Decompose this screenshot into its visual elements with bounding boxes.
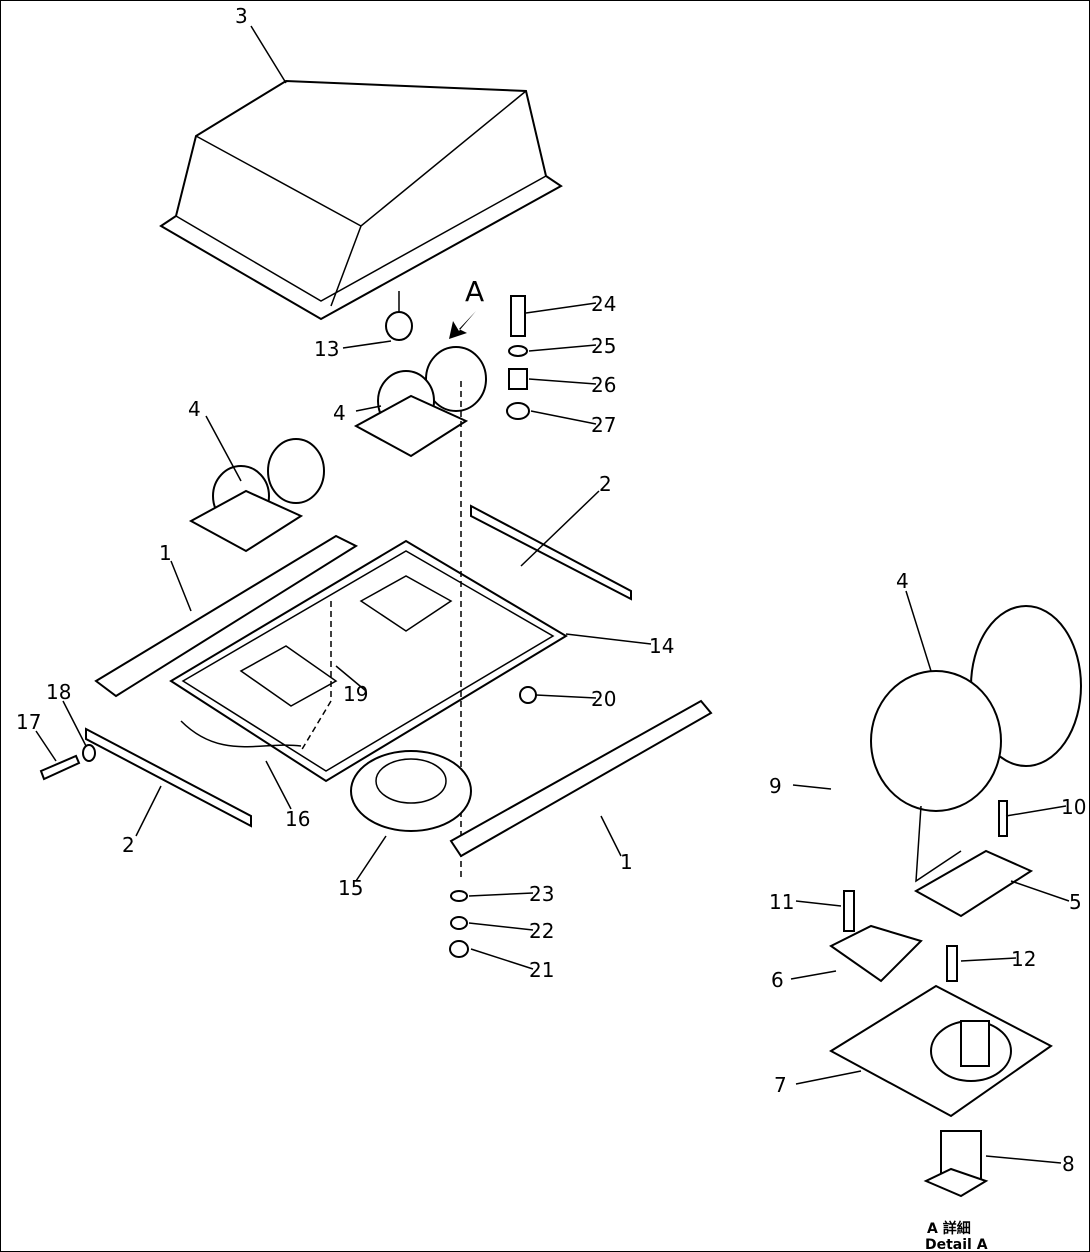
part-lamp-left bbox=[188, 438, 325, 553]
part-lamp-upper bbox=[353, 291, 487, 458]
callout-1: 1 bbox=[620, 850, 633, 874]
callout-25: 25 bbox=[591, 334, 616, 358]
view-arrow-icon bbox=[449, 311, 476, 339]
callout-8: 8 bbox=[1062, 1152, 1075, 1176]
callout-21: 21 bbox=[529, 958, 554, 982]
leader-lines bbox=[35, 25, 1070, 1164]
part-hardware bbox=[39, 295, 537, 958]
view-label-a: A bbox=[465, 275, 484, 308]
callout-6: 6 bbox=[771, 968, 784, 992]
callout-27: 27 bbox=[591, 413, 616, 437]
callout-1: 1 bbox=[159, 541, 172, 565]
callout-4: 4 bbox=[333, 401, 346, 425]
callout-19: 19 bbox=[343, 682, 368, 706]
callout-2: 2 bbox=[599, 472, 612, 496]
callout-4: 4 bbox=[896, 569, 909, 593]
callout-2: 2 bbox=[122, 833, 135, 857]
callout-9: 9 bbox=[769, 774, 782, 798]
callout-11: 11 bbox=[769, 890, 794, 914]
part-rails bbox=[85, 504, 713, 858]
detail-caption: Detail A bbox=[925, 1237, 988, 1252]
callout-18: 18 bbox=[46, 680, 71, 704]
callout-16: 16 bbox=[285, 807, 310, 831]
callout-15: 15 bbox=[338, 876, 363, 900]
callout-7: 7 bbox=[774, 1073, 787, 1097]
callout-22: 22 bbox=[529, 919, 554, 943]
callout-5: 5 bbox=[1069, 890, 1082, 914]
callout-10: 10 bbox=[1061, 795, 1086, 819]
part-base-frame bbox=[169, 381, 568, 881]
callout-14: 14 bbox=[649, 634, 674, 658]
callout-26: 26 bbox=[591, 373, 616, 397]
callout-24: 24 bbox=[591, 292, 616, 316]
detail-caption-jp: A 詳細 bbox=[927, 1220, 971, 1237]
callout-20: 20 bbox=[591, 687, 616, 711]
part-cover bbox=[159, 79, 563, 321]
callout-3: 3 bbox=[235, 4, 248, 28]
callout-23: 23 bbox=[529, 882, 554, 906]
part-flange bbox=[350, 750, 472, 832]
callout-4: 4 bbox=[188, 397, 201, 421]
callout-13: 13 bbox=[314, 337, 339, 361]
callout-12: 12 bbox=[1011, 947, 1036, 971]
part-detail-a bbox=[829, 605, 1082, 1198]
callout-17: 17 bbox=[16, 710, 41, 734]
